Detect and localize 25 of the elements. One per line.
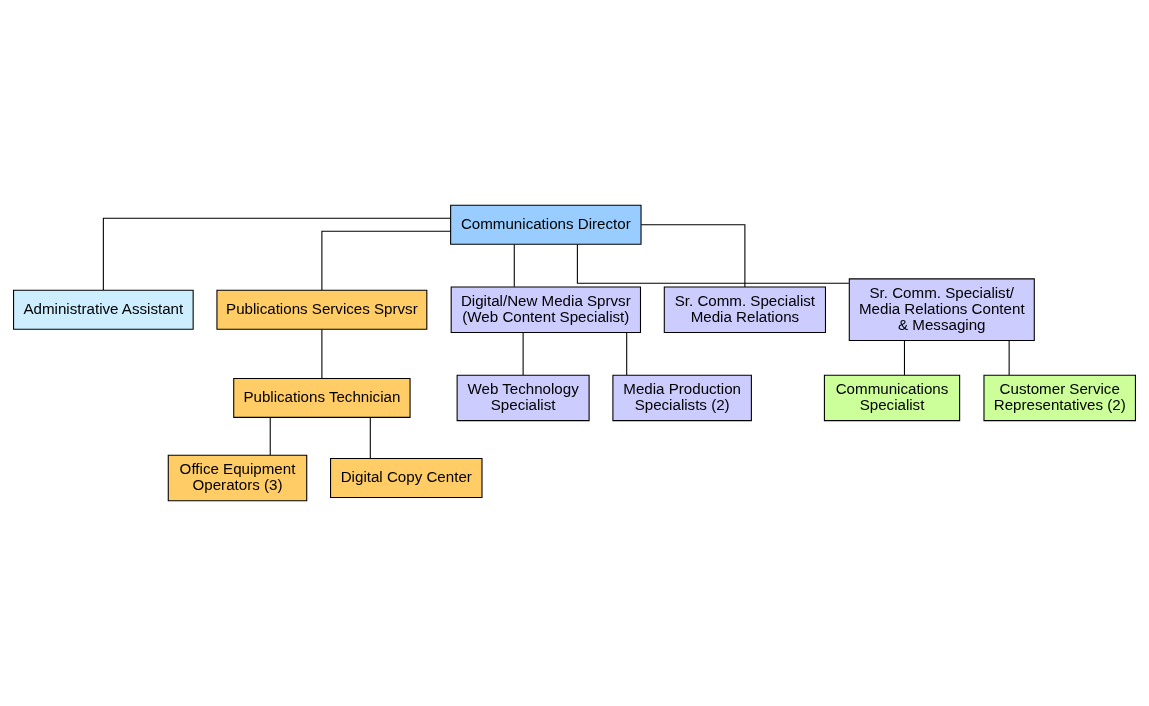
node-box: Digital Copy Center [330, 457, 483, 498]
node-box: Publications Services Sprvsr [216, 289, 428, 330]
connector [269, 417, 271, 456]
node-box: Communications Director [450, 204, 642, 245]
connector [369, 417, 371, 459]
connector [513, 243, 515, 288]
node-box: Web Technology Specialist [456, 374, 590, 422]
connector [321, 328, 323, 379]
node-box: Publications Technician [233, 377, 411, 418]
connector [903, 340, 905, 376]
connector [321, 230, 452, 291]
node-box: Sr. Comm. Specialist/ Media Relations Content & Messaging [848, 278, 1035, 342]
node-box: Office Equipment Operators (3) [167, 454, 308, 502]
node-box: Administrative Assistant [13, 289, 194, 330]
node-box: Communications Specialist [823, 374, 961, 422]
node-box: Sr. Comm. Specialist Media Relations [663, 286, 827, 333]
connector [1008, 340, 1010, 376]
connector [102, 217, 451, 291]
node-box: Customer Service Representatives (2) [983, 374, 1136, 422]
node-box: Digital/New Media Sprvsr (Web Content Specialist) [450, 286, 642, 333]
node-box: Media Production Specialists (2) [612, 374, 752, 422]
connector [640, 224, 746, 288]
connector [626, 332, 628, 376]
connector [576, 244, 850, 284]
connector [522, 332, 524, 376]
